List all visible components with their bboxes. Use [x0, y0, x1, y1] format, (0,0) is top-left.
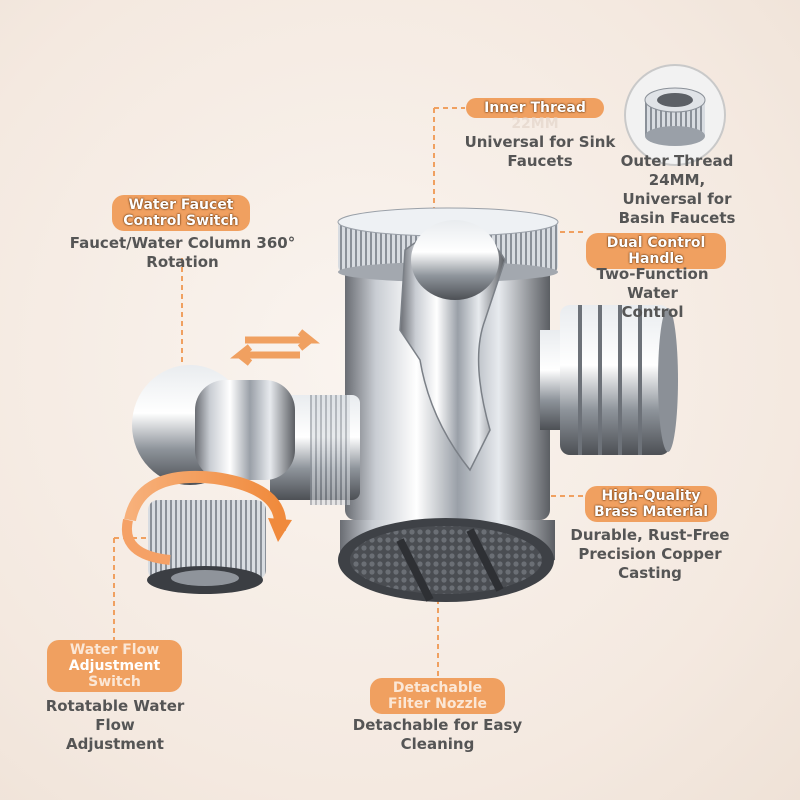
flow-adjust-title-line2: Adjustment: [68, 658, 161, 674]
nozzle-label: Detachable Filter Nozzle: [370, 678, 505, 714]
flow-adjust-desc: Rotatable Water Flow Adjustment: [25, 697, 205, 754]
outer-thread-line3: Universal for: [622, 190, 732, 208]
dual-handle-desc: Two-Function Water Control: [570, 265, 735, 322]
nozzle-desc: Detachable for Easy Cleaning: [352, 716, 523, 753]
control-switch-title-line1: Water Faucet: [128, 197, 234, 213]
dual-handle-title-line2: Handle: [628, 251, 684, 267]
brass-title-line1: High-Quality: [601, 488, 701, 504]
outer-thread-line2: 24MM,: [648, 171, 706, 189]
rotation-arrow: [124, 471, 287, 531]
dual-handle-desc-line2: Control: [621, 303, 684, 321]
inner-thread-label: Inner Thread: [466, 98, 604, 118]
flow-adjust-title-line3: Switch: [88, 674, 141, 690]
outer-thread-desc: Outer Thread 24MM, Universal for Basin F…: [612, 152, 742, 228]
left-arm: [132, 365, 360, 594]
nozzle-title-line1: Detachable: [392, 680, 483, 696]
flow-adjust-desc-line2: Adjustment: [66, 735, 164, 753]
handle-lever: [399, 220, 506, 472]
brass-desc-line1: Durable, Rust-Free: [570, 526, 730, 544]
control-switch-title-line2: Control Switch: [123, 213, 239, 229]
brass-desc: Durable, Rust-Free Precision Copper Cast…: [550, 526, 750, 583]
inner-thread-title: Inner Thread: [484, 100, 586, 116]
flow-adjust-label: Water Flow Adjustment Switch: [47, 640, 182, 692]
inner-thread-size: 22MM: [511, 116, 559, 132]
direction-arrows: [230, 329, 320, 366]
right-threaded-outlet: [540, 305, 678, 455]
outer-thread-line4: Basin Faucets: [618, 209, 736, 227]
dual-handle-desc-line1: Two-Function Water: [596, 265, 709, 302]
outer-thread-line1: Outer Thread: [620, 152, 734, 170]
brass-title-line2: Brass Material: [593, 504, 709, 520]
control-switch-label: Water Faucet Control Switch: [112, 195, 250, 231]
dual-handle-title-line1: Dual Control: [606, 235, 706, 251]
inner-thread-desc-line2: Faucets: [507, 152, 573, 170]
control-switch-desc: Faucet/Water Column 360° Rotation: [69, 234, 296, 271]
inner-thread-desc-line1: Universal for Sink: [464, 133, 616, 151]
nozzle-title-line2: Filter Nozzle: [387, 696, 488, 712]
flow-adjust-title-line1: Water Flow: [69, 642, 160, 658]
outer-thread-inset: [624, 64, 726, 166]
inner-thread-desc: Universal for Sink Faucets: [460, 133, 620, 171]
brass-desc-line2: Precision Copper Casting: [578, 545, 722, 582]
brass-label: High-Quality Brass Material: [585, 486, 717, 522]
flow-adjust-desc-line1: Rotatable Water Flow: [45, 697, 185, 734]
dual-handle-label: Dual Control Handle: [586, 233, 726, 269]
